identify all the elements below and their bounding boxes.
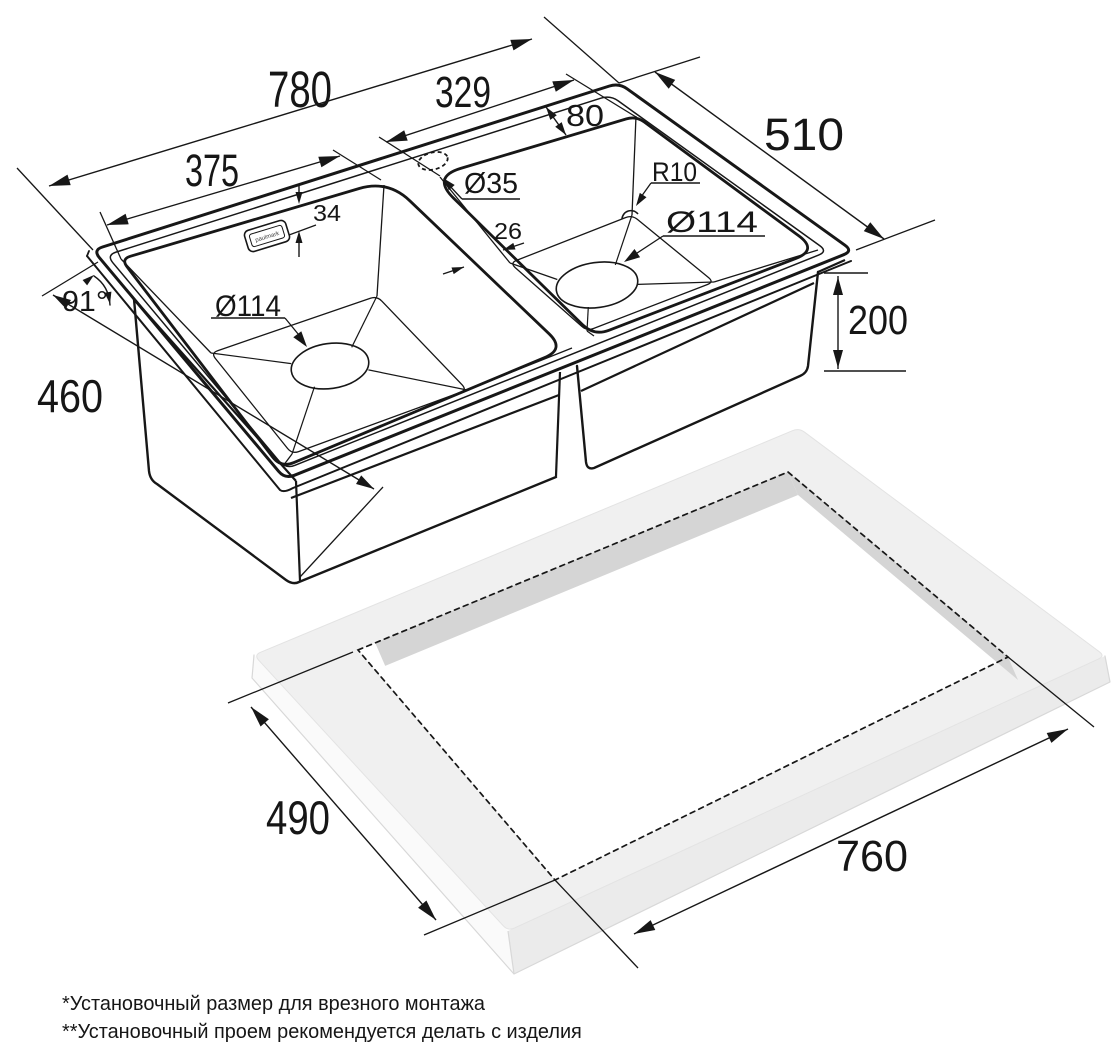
svg-text:*Установочный размер для врезн: *Установочный размер для врезного монтаж… [62,993,486,1015]
svg-text:80: 80 [566,98,604,133]
svg-text:329: 329 [435,68,491,117]
svg-text:460: 460 [37,370,103,422]
svg-text:Ø35: Ø35 [464,168,518,200]
svg-text:34: 34 [313,200,341,226]
svg-text:**Установочный проем рекоменду: **Установочный проем рекомендуется делат… [62,1021,582,1043]
svg-text:375: 375 [185,145,239,196]
svg-text:Ø114: Ø114 [666,206,758,239]
svg-text:780: 780 [268,61,332,118]
svg-text:490: 490 [266,791,330,844]
svg-text:760: 760 [836,832,908,881]
svg-text:510: 510 [764,109,844,160]
svg-text:91°: 91° [62,286,108,318]
svg-text:26: 26 [494,218,522,244]
svg-text:200: 200 [848,297,908,343]
svg-text:R10: R10 [652,157,697,187]
